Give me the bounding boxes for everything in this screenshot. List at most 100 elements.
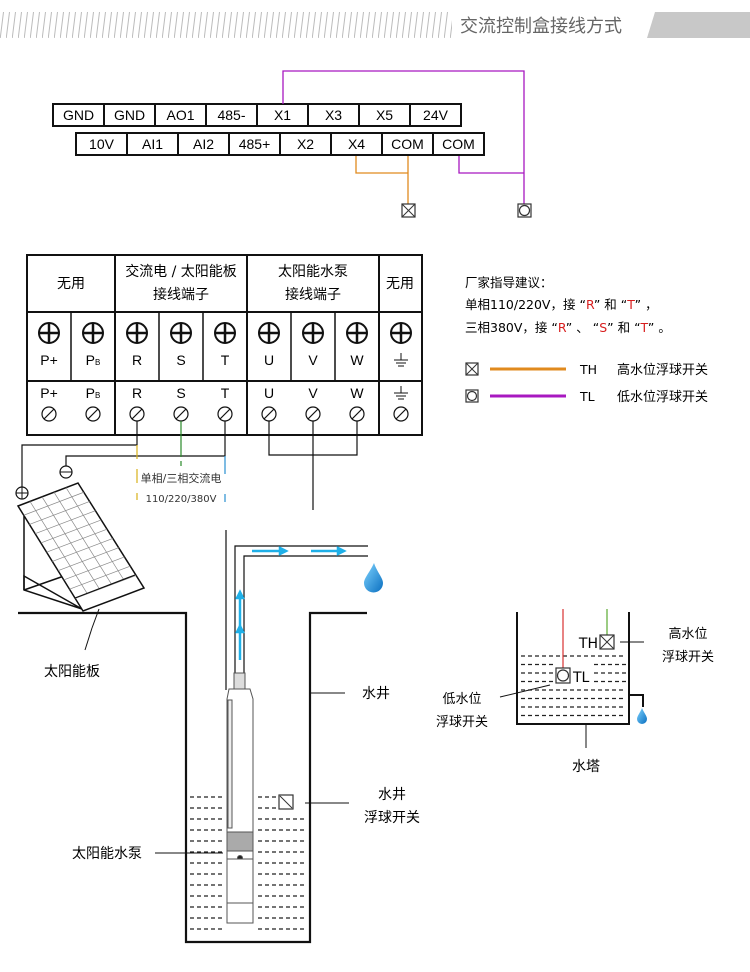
control-terminal-bottom-2: AI2: [177, 132, 230, 156]
terminal-label: PB: [86, 385, 101, 401]
group-label-pump-line1: 太阳能水泵: [278, 264, 348, 280]
instructions-line1: 单相110/220V，接 “R” 和 “T” ，: [465, 297, 658, 312]
control-terminal-top-6: X5: [358, 103, 411, 127]
control-terminal-top-2: AO1: [154, 103, 207, 127]
screw-slotted-icon: [41, 406, 57, 422]
instructions-title: 厂家指导建议：: [465, 275, 553, 290]
well-label: 水井: [362, 686, 390, 702]
box-x-icon: [465, 362, 479, 376]
control-terminal-label: 485+: [239, 136, 271, 152]
power-terminal-8: [390, 322, 412, 422]
control-terminal-bottom-7: COM: [432, 132, 485, 156]
terminal-label: W: [350, 352, 364, 368]
solar-panel-leader: [84, 627, 93, 651]
screw-slotted-icon: [217, 406, 233, 422]
control-terminal-top-7: 24V: [409, 103, 462, 127]
screw-phillips-icon: [126, 322, 148, 344]
tower-tl-float-icon: [555, 667, 571, 684]
screw-phillips-icon: [82, 322, 104, 344]
legend-code-th: TH: [579, 362, 597, 377]
box-circle-icon: [465, 389, 479, 403]
solar-panel-label: 太阳能板: [44, 664, 100, 680]
control-terminal-label: GND: [114, 107, 145, 123]
screw-phillips-icon: [390, 322, 412, 344]
well-float-label-line1: 水井: [378, 787, 406, 803]
tower-label: 水塔: [572, 759, 600, 775]
terminal-label: T: [221, 352, 230, 368]
positive-terminal-icon: [15, 486, 29, 500]
screw-slotted-icon: [393, 406, 409, 422]
control-terminal-label: GND: [63, 107, 94, 123]
control-terminal-label: X5: [376, 107, 393, 123]
low-float-leader: [499, 684, 551, 698]
control-terminal-label: AI2: [193, 136, 214, 152]
water-pipe: [225, 530, 368, 690]
header-banner: 交流控制盒接线方式: [0, 12, 750, 38]
control-terminal-top-row: GND GND AO1 485- X1 X3 X5 24V: [52, 103, 462, 127]
tower-drop-icon: [637, 708, 647, 724]
solar-panel: [16, 482, 146, 629]
legend-item-tl: TL 低水位浮球开关: [465, 389, 708, 405]
terminal-label: S: [176, 352, 185, 368]
control-terminal-bottom-3: 485+: [228, 132, 281, 156]
well: [18, 611, 367, 944]
power-terminal-4: TT: [214, 322, 236, 422]
control-terminal-label: 485-: [217, 107, 245, 123]
terminal-label: T: [221, 385, 230, 401]
control-terminal-label: COM: [391, 136, 424, 152]
well-float-label-line2: 浮球开关: [364, 810, 420, 826]
ac-solar-wires: [21, 421, 358, 510]
terminal-label: P+: [40, 385, 58, 401]
power-terminal-6: VV: [302, 322, 324, 422]
control-terminal-top-3: 485-: [205, 103, 258, 127]
screw-slotted-icon: [349, 406, 365, 422]
legend-label-th: 高水位浮球开关: [617, 362, 708, 378]
legend-label-tl: 低水位浮球开关: [617, 390, 708, 405]
legend: TH 高水位浮球开关 TL 低水位浮球开关: [465, 362, 708, 405]
negative-terminal-icon: [59, 465, 73, 479]
high-float-label-line1: 高水位: [668, 626, 707, 642]
screw-phillips-icon: [346, 322, 368, 344]
tower-th-float-icon: [599, 634, 615, 650]
power-terminal-7: WW: [346, 322, 368, 422]
terminal-label: U: [264, 352, 274, 368]
control-terminal-label: X4: [348, 136, 365, 152]
control-terminal-label: AO1: [166, 107, 194, 123]
group-label-unused-left: 无用: [57, 276, 85, 292]
group-label-pump-line2: 接线端子: [285, 286, 341, 303]
ac-supply-label: 单相/三相交流电: [141, 471, 222, 485]
tl-float-symbol: [517, 203, 532, 218]
control-terminal-bottom-5: X4: [330, 132, 383, 156]
header-hatch: [0, 12, 452, 38]
instructions: 厂家指导建议： 单相110/220V，接 “R” 和 “T” ， 三相380V，…: [465, 275, 671, 335]
power-terminal-block: 无用 交流电 / 太阳能板 接线端子 太阳能水泵 接线端子 无用 P+P+PBP…: [26, 254, 423, 436]
control-terminal-bottom-4: X2: [279, 132, 332, 156]
screw-phillips-icon: [170, 322, 192, 344]
control-terminal-label: 24V: [423, 107, 449, 123]
group-label-ac-solar-line2: 接线端子: [153, 286, 209, 303]
control-terminal-label: 10V: [89, 136, 115, 152]
power-terminal-3: SS: [170, 322, 192, 422]
group-label-ac-solar-line1: 交流电 / 太阳能板: [125, 263, 237, 280]
instructions-line2: 三相380V，接 “R” 、 “S” 和 “T” 。: [465, 320, 671, 335]
terminal-label: R: [132, 385, 142, 401]
screw-slotted-icon: [261, 406, 277, 422]
tl-wire: [282, 70, 525, 204]
terminal-label: V: [308, 385, 318, 401]
tower-th-code: TH: [578, 636, 598, 652]
low-float-label-line2: 浮球开关: [436, 715, 488, 730]
control-terminal-top-5: X3: [307, 103, 360, 127]
well-water: [190, 796, 306, 930]
th-float-symbol: [401, 203, 416, 218]
header-title: 交流控制盒接线方式: [460, 16, 622, 37]
control-terminal-label: COM: [442, 136, 475, 152]
header-tab-shape: [647, 12, 750, 38]
control-terminal-label: X1: [274, 107, 291, 123]
terminal-label: PB: [86, 352, 101, 368]
control-terminal-top-4: X1: [256, 103, 309, 127]
solar-pump: [226, 672, 254, 924]
well-float-switch-icon: [278, 794, 294, 810]
screw-slotted-icon: [85, 406, 101, 422]
